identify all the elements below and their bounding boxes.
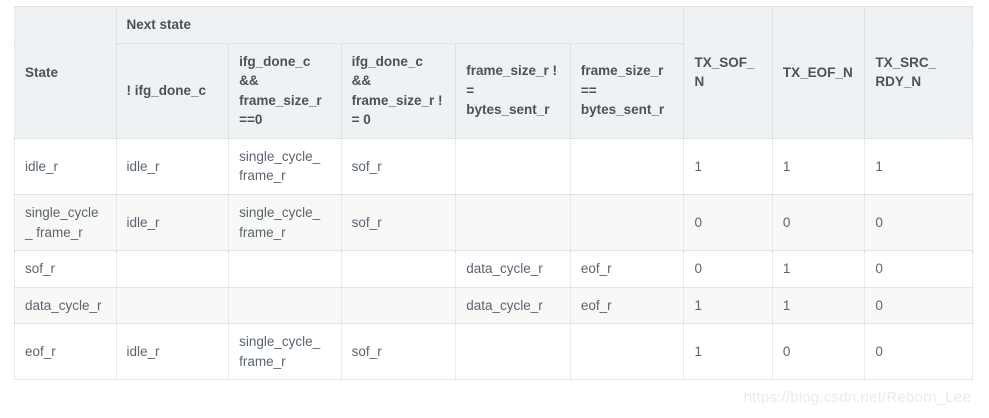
column-header-cond-framesize-neq-bytessent: frame_size_r ! = bytes_sent_r	[455, 42, 571, 139]
cell-cond1: idle_r	[115, 323, 230, 381]
table-header-group-row: State Next state TX_SOF_N TX_EOF_N TX_SR…	[14, 6, 973, 139]
cell-cond2: single_cycle_ frame_r	[228, 193, 342, 252]
cell-tx-sof-n: 1	[683, 137, 773, 195]
cell-tx-src-rdy-n: 0	[864, 193, 973, 252]
cell-tx-src-rdy-n: 1	[864, 137, 973, 195]
state-transition-table: State Next state TX_SOF_N TX_EOF_N TX_SR…	[14, 6, 973, 381]
cell-cond4	[455, 193, 571, 252]
cell-state: sof_r	[14, 250, 117, 288]
cell-cond5	[569, 137, 685, 195]
cell-cond1: idle_r	[115, 193, 230, 252]
cell-state: data_cycle_r	[14, 286, 117, 325]
cell-tx-src-rdy-n: 0	[864, 286, 973, 325]
cell-tx-sof-n: 0	[683, 193, 773, 252]
cell-cond4: data_cycle_r	[455, 250, 571, 288]
table-header: State Next state TX_SOF_N TX_EOF_N TX_SR…	[14, 6, 973, 139]
table-row: sof_r data_cycle_r eof_r 0 1 0	[14, 250, 973, 288]
cell-tx-eof-n: 1	[771, 286, 866, 325]
cell-cond1	[115, 286, 230, 325]
cell-tx-eof-n: 0	[771, 193, 866, 252]
column-header-cond-ifg-done-framesize-neq0: ifg_done_c && frame_size_r ! = 0	[340, 42, 457, 139]
table-body: idle_r idle_r single_cycle_ frame_r sof_…	[14, 137, 973, 381]
cell-tx-eof-n: 1	[771, 250, 866, 288]
cell-cond3: sof_r	[340, 323, 457, 381]
cell-tx-eof-n: 0	[771, 323, 866, 381]
table-row: single_cycle_ frame_r idle_r single_cycl…	[14, 193, 973, 252]
cell-cond5	[569, 323, 685, 381]
cell-cond2: single_cycle_ frame_r	[228, 137, 342, 195]
cell-cond4: data_cycle_r	[455, 286, 571, 325]
cell-tx-sof-n: 1	[683, 323, 773, 381]
cell-cond4	[455, 323, 571, 381]
column-header-tx-sof-n: TX_SOF_N	[683, 6, 773, 139]
cell-tx-sof-n: 1	[683, 286, 773, 325]
cell-cond2	[228, 286, 342, 325]
cell-tx-sof-n: 0	[683, 250, 773, 288]
table-row: idle_r idle_r single_cycle_ frame_r sof_…	[14, 137, 973, 195]
cell-tx-eof-n: 1	[771, 137, 866, 195]
cell-cond1	[115, 250, 230, 288]
cell-cond1: idle_r	[115, 137, 230, 195]
cell-cond5: eof_r	[569, 250, 685, 288]
cell-cond4	[455, 137, 571, 195]
cell-cond3: sof_r	[340, 137, 457, 195]
cell-cond3: sof_r	[340, 193, 457, 252]
watermark: https://blog.csdn.net/Reborn_Lee	[743, 389, 971, 406]
table-row: eof_r idle_r single_cycle_ frame_r sof_r…	[14, 323, 973, 381]
column-header-state: State	[14, 6, 117, 139]
cell-cond5	[569, 193, 685, 252]
table-header-condition-row: ! ifg_done_c ifg_done_c && frame_size_r …	[15, 42, 973, 139]
cell-state: eof_r	[14, 323, 117, 381]
cell-state: idle_r	[14, 137, 117, 195]
column-header-cond-framesize-eq-bytessent: frame_size_r == bytes_sent_r	[569, 42, 685, 139]
column-header-cond-not-ifg-done: ! ifg_done_c	[115, 42, 230, 139]
cell-cond3	[340, 286, 457, 325]
column-header-tx-src-rdy-n: TX_SRC_ RDY_N	[864, 6, 973, 139]
column-group-header-next-state: Next state	[115, 6, 685, 44]
cell-cond2: single_cycle_ frame_r	[228, 323, 342, 381]
cell-cond3	[340, 250, 457, 288]
cell-cond5: eof_r	[569, 286, 685, 325]
column-header-cond-ifg-done-framesize-eq0: ifg_done_c && frame_size_r ==0	[228, 42, 342, 139]
column-header-tx-eof-n: TX_EOF_N	[771, 6, 866, 139]
table-row: data_cycle_r data_cycle_r eof_r 1 1 0	[14, 286, 973, 325]
cell-tx-src-rdy-n: 0	[864, 323, 973, 381]
cell-cond2	[228, 250, 342, 288]
cell-state: single_cycle_ frame_r	[14, 193, 117, 252]
cell-tx-src-rdy-n: 0	[864, 250, 973, 288]
